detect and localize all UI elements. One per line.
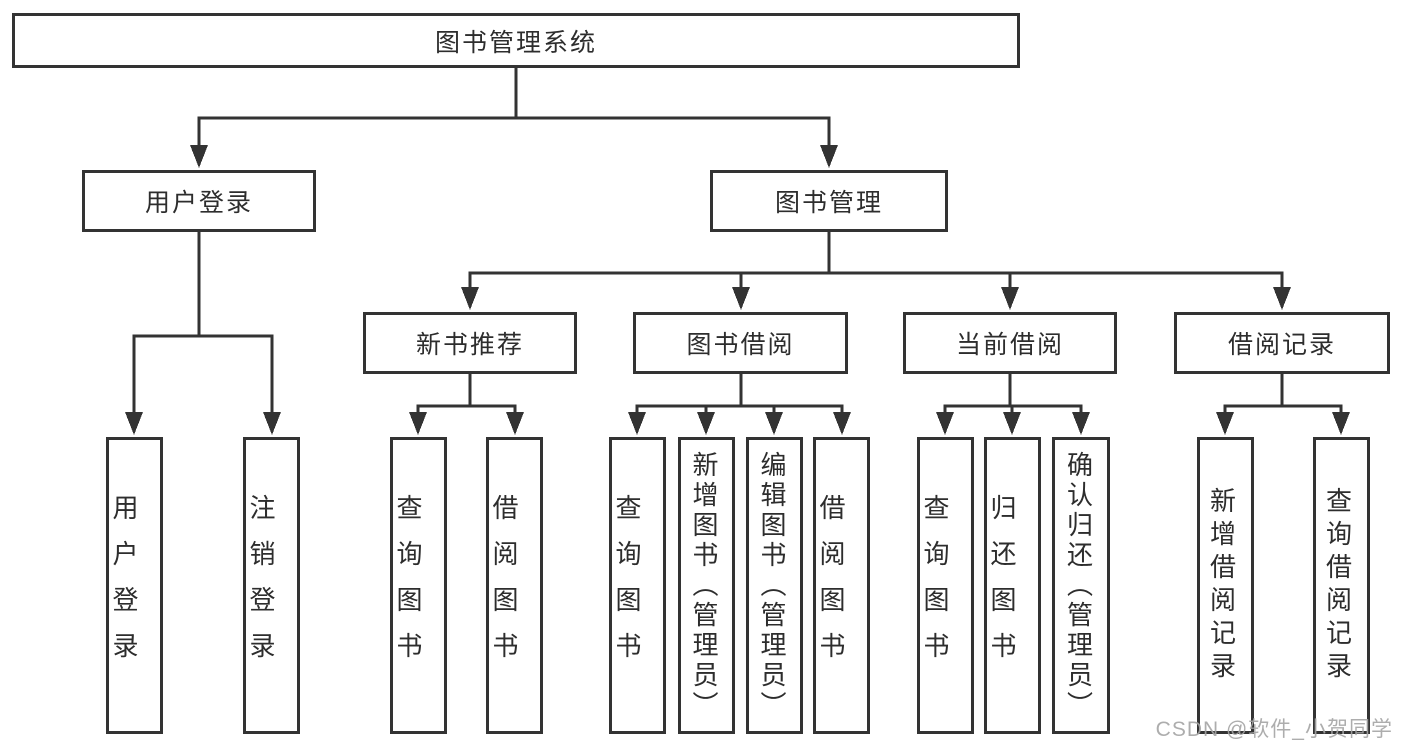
arrow-down-icon <box>1072 412 1090 435</box>
node-new-book-recommend: 新书推荐 <box>363 312 577 374</box>
arrow-down-icon <box>732 287 750 310</box>
arrow-down-icon <box>833 412 851 435</box>
arrow-down-icon <box>506 412 524 435</box>
node-leaf-bb-edit-books: 编辑图书（管理员） <box>746 437 803 734</box>
node-current-borrowing: 当前借阅 <box>903 312 1117 374</box>
watermark-text: CSDN @软件_小贺同学 <box>1155 718 1393 741</box>
arrow-down-icon <box>125 412 143 435</box>
node-book-borrowing: 图书借阅 <box>633 312 848 374</box>
arrow-down-icon <box>409 412 427 435</box>
arrow-down-icon <box>461 287 479 310</box>
node-user-login: 用户登录 <box>82 170 316 232</box>
arrow-down-icon <box>820 145 838 168</box>
node-leaf-bb-add-books: 新增图书（管理员） <box>678 437 735 734</box>
arrow-down-icon <box>1003 412 1021 435</box>
node-leaf-nb-query-books: 查询图书 <box>390 437 447 734</box>
arrow-down-icon <box>936 412 954 435</box>
node-borrowing-records: 借阅记录 <box>1174 312 1390 374</box>
node-leaf-user-login: 用户登录 <box>106 437 163 734</box>
arrow-down-icon <box>1332 412 1350 435</box>
arrow-down-icon <box>628 412 646 435</box>
arrow-down-icon <box>697 412 715 435</box>
node-leaf-br-add-record: 新增借阅记录 <box>1197 437 1254 734</box>
arrow-down-icon <box>1216 412 1234 435</box>
arrow-down-icon <box>1273 287 1291 310</box>
node-leaf-nb-borrow-books: 借阅图书 <box>486 437 543 734</box>
arrow-down-icon <box>765 412 783 435</box>
node-leaf-cb-query-books: 查询图书 <box>917 437 974 734</box>
arrow-down-icon <box>263 412 281 435</box>
node-root: 图书管理系统 <box>12 13 1020 68</box>
node-book-management: 图书管理 <box>710 170 948 232</box>
node-leaf-cb-return-books: 归还图书 <box>984 437 1041 734</box>
node-leaf-bb-borrow-books: 借阅图书 <box>813 437 870 734</box>
node-leaf-br-query-record: 查询借阅记录 <box>1313 437 1370 734</box>
node-leaf-cb-confirm-return: 确认归还（管理员） <box>1052 437 1110 734</box>
arrow-down-icon <box>1001 287 1019 310</box>
node-leaf-bb-query-books: 查询图书 <box>609 437 666 734</box>
node-leaf-logout: 注销登录 <box>243 437 300 734</box>
arrow-down-icon <box>190 145 208 168</box>
